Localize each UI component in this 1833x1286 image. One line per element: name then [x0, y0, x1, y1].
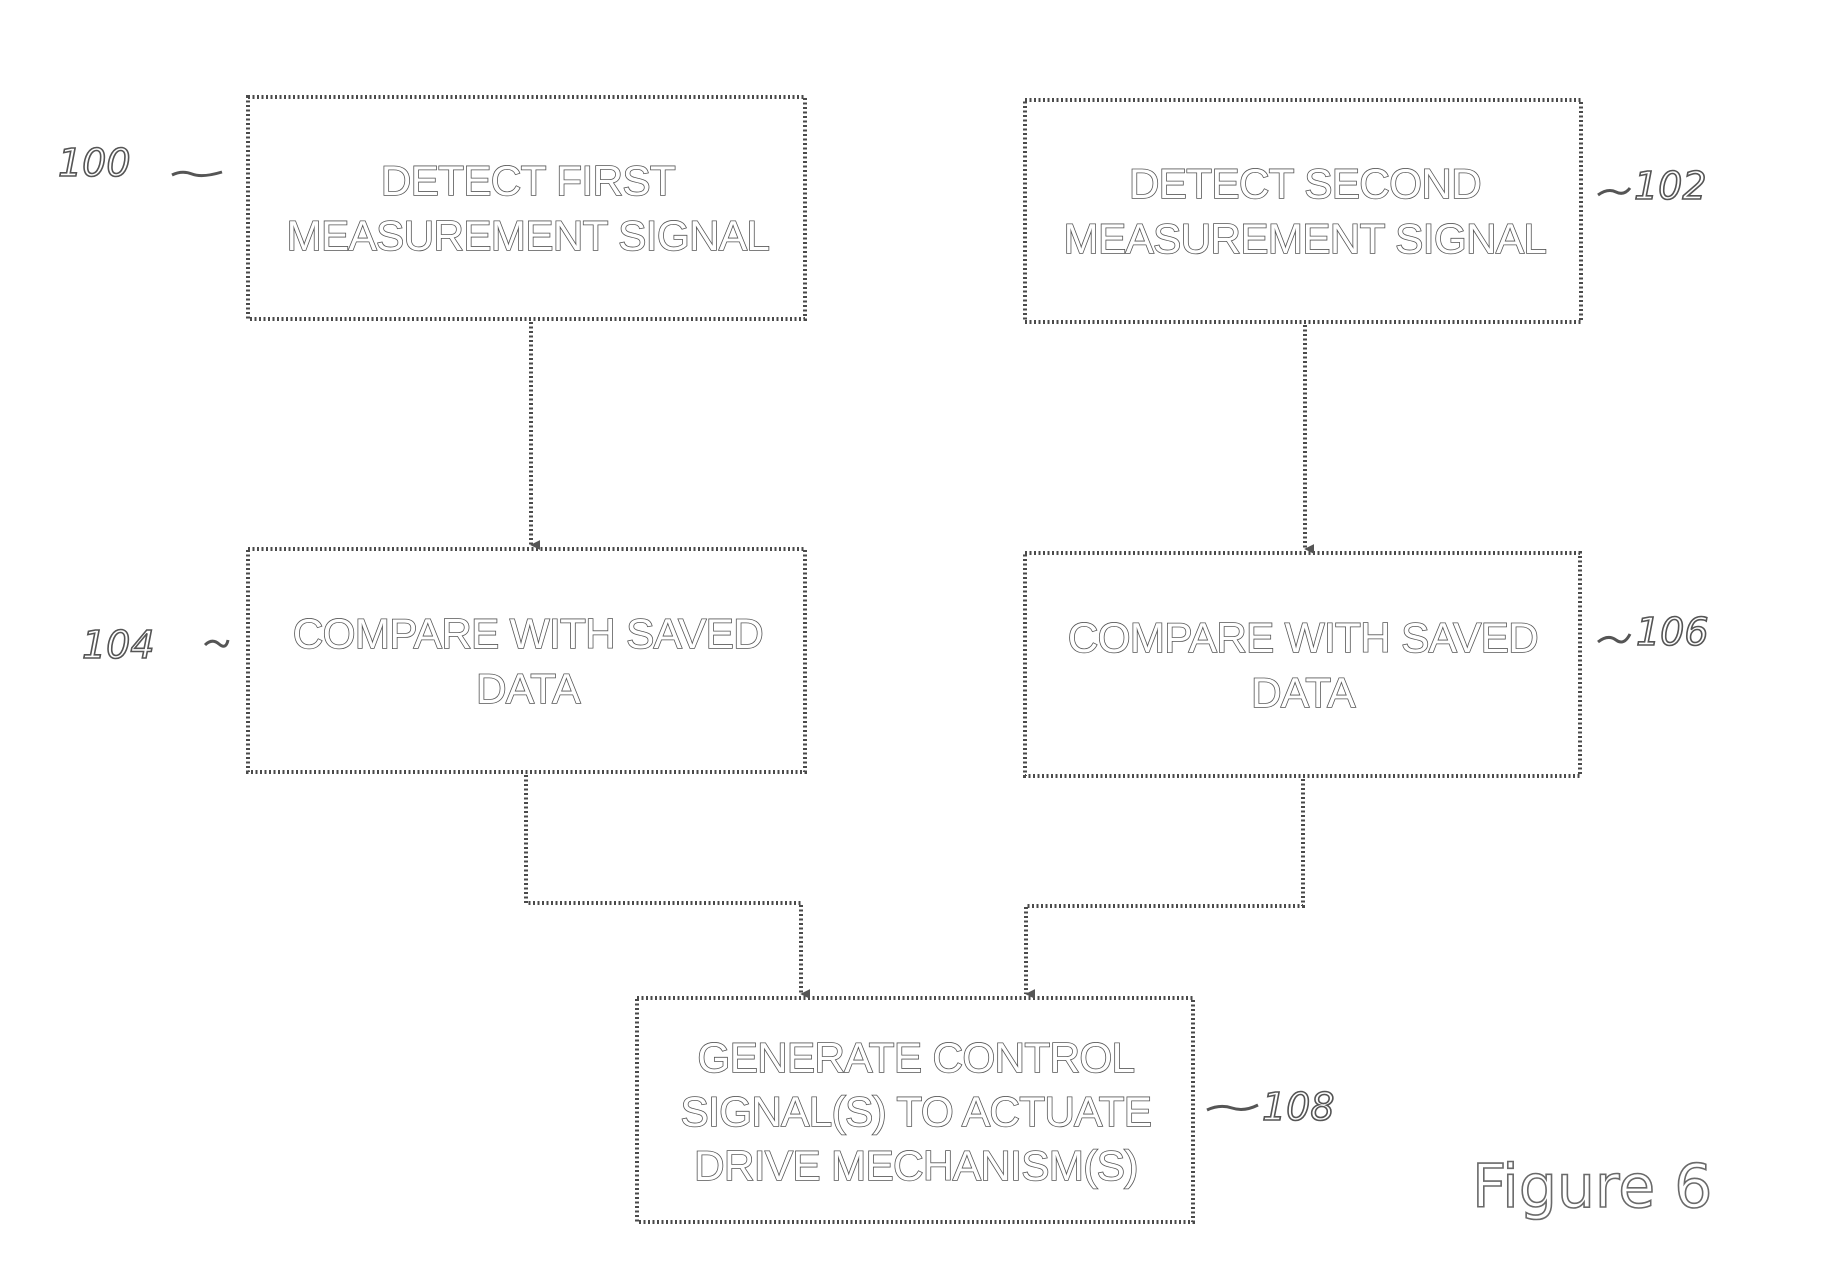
step-102-line2: MEASUREMENT SIGNAL	[1064, 215, 1547, 262]
step-104-compare: COMPARE WITH SAVED DATA	[246, 547, 807, 774]
ref-106-label: 106	[1636, 610, 1709, 654]
step-106-box	[1023, 551, 1582, 778]
ref-102-label: 102	[1634, 164, 1707, 208]
step-102-detect-second: DETECT SECOND MEASUREMENT SIGNAL	[1023, 98, 1583, 324]
ref-100-label: 100	[58, 141, 131, 185]
step-100-box	[246, 95, 807, 321]
ref-104-leader	[203, 639, 230, 648]
step-100-detect-first: DETECT FIRST MEASUREMENT SIGNAL	[246, 95, 807, 321]
step-100-line1: DETECT FIRST	[381, 157, 675, 204]
step-108-line2: SIGNAL(S) TO ACTUATE	[681, 1088, 1152, 1135]
step-104-line1: COMPARE WITH SAVED	[293, 610, 763, 657]
ref-102-leader	[1597, 187, 1632, 197]
step-106-line2: DATA	[1251, 669, 1355, 716]
step-100-line2: MEASUREMENT SIGNAL	[287, 212, 770, 259]
ref-108: 108	[1206, 1084, 1335, 1130]
ref-106-leader	[1597, 633, 1632, 644]
ref-102: 102	[1597, 163, 1707, 209]
step-102-box	[1023, 98, 1583, 324]
step-102-line1: DETECT SECOND	[1129, 160, 1481, 207]
step-104-box	[246, 547, 807, 774]
arrow-104-to-108	[524, 775, 811, 999]
step-106-line1: COMPARE WITH SAVED	[1068, 614, 1538, 661]
ref-106: 106	[1597, 609, 1709, 655]
ref-100-leader	[171, 170, 223, 178]
ref-108-label: 108	[1262, 1085, 1335, 1129]
step-108-line3: DRIVE MECHANISM(S)	[694, 1142, 1138, 1189]
step-106-compare: COMPARE WITH SAVED DATA	[1023, 551, 1582, 778]
figure-label: Figure 6	[1472, 1152, 1712, 1222]
step-104-line2: DATA	[476, 665, 580, 712]
ref-100: 100	[57, 140, 223, 186]
ref-108-leader	[1206, 1103, 1259, 1112]
ref-104-label: 104	[82, 623, 155, 667]
step-108-line1: GENERATE CONTROL	[698, 1034, 1135, 1081]
step-108-generate: GENERATE CONTROL SIGNAL(S) TO ACTUATE DR…	[635, 996, 1195, 1224]
arrow-106-to-108	[1024, 779, 1305, 999]
step-108-box	[635, 996, 1195, 1224]
ref-104: 104	[81, 622, 230, 668]
